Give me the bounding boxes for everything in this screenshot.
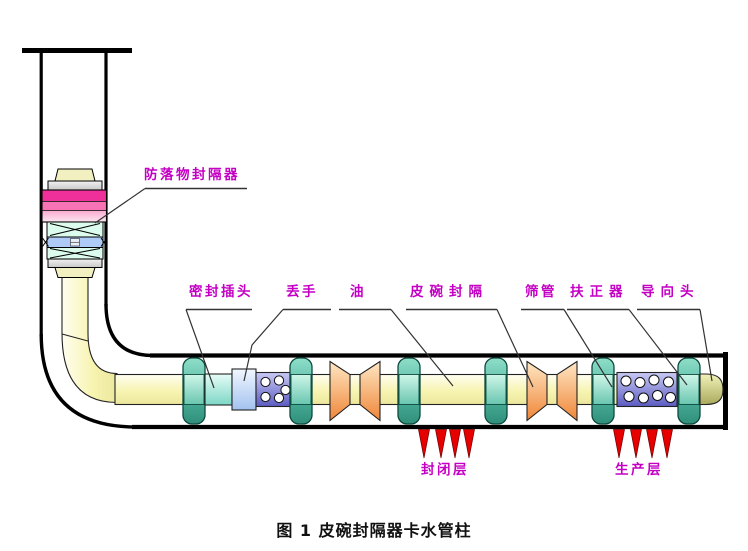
leader-seal-plug	[185, 309, 215, 389]
tubing-elbow	[61, 276, 118, 404]
tubing-seam	[61, 333, 89, 342]
tubing-collar-3	[397, 357, 421, 425]
debris-catcher-packer	[41, 168, 108, 278]
perforation-arrow	[463, 429, 475, 459]
cup-packer-2	[526, 360, 578, 422]
leader-screen-pipe	[563, 309, 613, 388]
leader-release-tool	[243, 309, 284, 382]
packer-top-cap	[54, 168, 96, 182]
packer-bottom-cap	[54, 267, 96, 278]
figure-caption: 图 1 皮碗封隔器卡水管柱	[276, 521, 471, 540]
perforation-arrow	[449, 429, 461, 459]
label-debris-packer: 防落物封隔器	[144, 166, 240, 183]
tubing-collar-6	[677, 357, 701, 425]
seal-plug-segment	[204, 373, 233, 406]
casing-inner-elbow	[104, 303, 154, 358]
release-tool-body	[231, 368, 257, 411]
perforation-arrow	[418, 429, 430, 459]
label-production-zone: 生产层	[615, 461, 663, 478]
casing-outer-elbow	[39, 333, 137, 429]
sealed-zone-arrows	[418, 429, 475, 459]
leader-cup-packer	[496, 309, 534, 388]
label-cup-packer: 皮碗封隔	[410, 283, 488, 300]
label-oil-tubing: 油	[350, 283, 366, 300]
packer-pink-band-2	[41, 201, 107, 211]
leader-centralizer	[628, 309, 688, 386]
casing	[39, 53, 728, 430]
perforation-arrow	[613, 429, 625, 459]
leader-lines	[94, 187, 713, 389]
packer-pink-band-1	[41, 189, 107, 202]
packer-slip-top-cross	[49, 223, 101, 236]
guide-head-body	[699, 373, 724, 406]
packer-gray-band-bottom	[47, 258, 103, 268]
packer-dog-left	[42, 237, 49, 247]
perforation-arrow	[630, 429, 642, 459]
tubing-collar-4	[484, 357, 508, 425]
production-zone-arrows	[613, 429, 673, 459]
packer-pink-band-3	[41, 210, 107, 223]
perforation-arrow	[661, 429, 673, 459]
label-release-tool: 丢手	[286, 283, 318, 300]
perforation-arrow	[435, 429, 447, 459]
leader-oil-tubing	[390, 309, 454, 387]
cup-packer-1	[329, 360, 381, 422]
tubing-collar-1	[182, 357, 206, 425]
label-seal-plug: 密封插头	[188, 283, 253, 300]
tubing-collar-2	[289, 357, 313, 425]
label-centralizer: 扶正器	[570, 283, 629, 300]
tubing-collar-5	[591, 357, 615, 425]
wellhead-surface-line	[22, 48, 132, 53]
leader-guide-head	[699, 309, 713, 382]
label-screen-pipe: 筛管	[525, 283, 557, 300]
leader-debris-packer	[94, 188, 146, 224]
label-guide-head: 导向头	[641, 283, 700, 300]
packer-dog-right	[100, 237, 108, 247]
perforated-sub	[255, 371, 291, 408]
screen-pipe-body	[616, 371, 678, 408]
packer-slip-bottom-cross	[49, 248, 101, 259]
label-sealed-zone: 封闭层	[421, 461, 469, 478]
packer-gray-band-top	[47, 180, 103, 191]
casing-end-cap	[723, 352, 728, 430]
perforation-arrow	[646, 429, 658, 459]
